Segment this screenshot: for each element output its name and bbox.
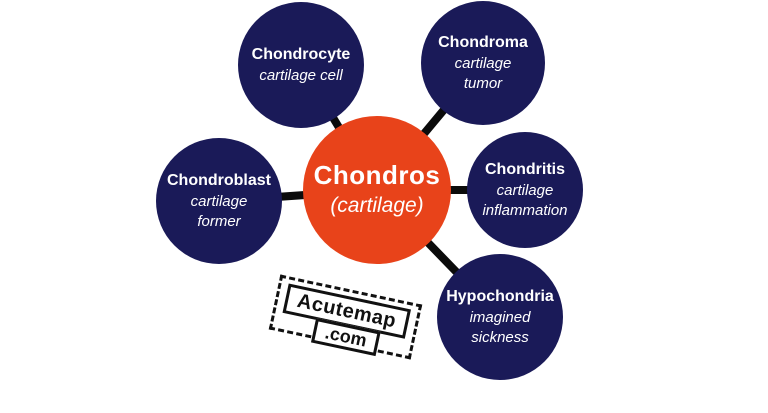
root-definition: (cartilage): [330, 193, 424, 217]
node-term: Chondroblast: [167, 171, 271, 189]
node-term: Chondroma: [438, 33, 528, 51]
root-circle-chondros: Chondros (cartilage): [303, 116, 451, 264]
node-term: Chondritis: [485, 160, 565, 178]
node-definition: cartilage cell: [259, 66, 343, 84]
node-circle-chondritis: Chondritis cartilage inflammation: [467, 132, 583, 248]
node-circle-chondroma: Chondroma cartilage tumor: [421, 1, 545, 125]
node-definition: imagined sickness: [469, 308, 531, 346]
node-circle-chondrocyte: Chondrocyte cartilage cell: [238, 2, 364, 128]
node-definition: cartilage inflammation: [482, 181, 568, 219]
node-definition: cartilage former: [190, 192, 248, 230]
node-definition: cartilage tumor: [454, 54, 512, 92]
node-term: Hypochondria: [446, 287, 554, 305]
node-circle-chondroblast: Chondroblast cartilage former: [156, 138, 282, 264]
root-term: Chondros: [313, 159, 441, 190]
node-term: Chondrocyte: [251, 45, 351, 63]
node-circle-hypochondria: Hypochondria imagined sickness: [437, 254, 563, 380]
